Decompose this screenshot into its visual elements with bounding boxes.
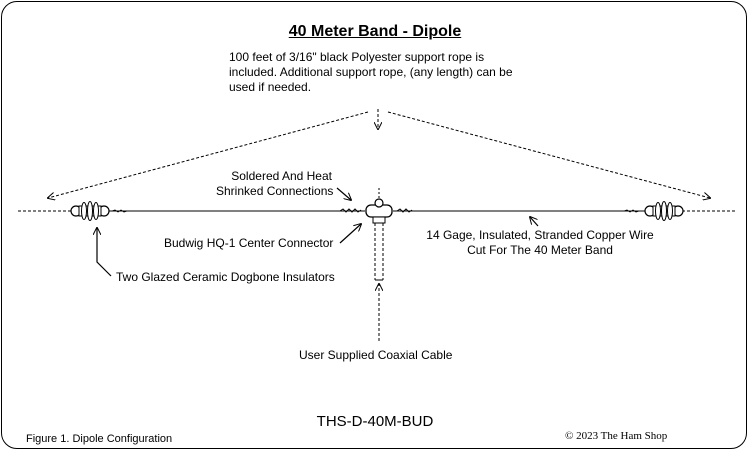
rope-note-line-1: 100 feet of 3/16" black Polyester suppor… [229, 50, 485, 64]
center-connector [365, 188, 393, 224]
rope-note-line-2: included. Additional support rope, (any … [229, 65, 513, 79]
rope-arrow-left [48, 111, 369, 198]
coax-stub [374, 223, 384, 281]
copyright: © 2023 The Ham Shop [565, 430, 668, 442]
solder-joint-right [396, 208, 413, 213]
rope-note-line-3: used if needed. [229, 80, 312, 94]
insulator-label: Two Glazed Ceramic Dogbone Insulators [116, 270, 335, 284]
solder-label-line-2: Shrinked Connections [216, 184, 334, 198]
connector-callout-arrow [339, 224, 361, 244]
wire-strand-left [111, 209, 128, 213]
dogbone-insulator-right [644, 201, 684, 221]
diagram-title: 40 Meter Band - Dipole [288, 23, 462, 40]
solder-label: Soldered And Heat Shrinked Connections [216, 169, 334, 199]
figure-caption: Figure 1. Dipole Configuration [26, 433, 173, 445]
wire-callout-arrow [530, 217, 539, 227]
rope-note: 100 feet of 3/16" black Polyester suppor… [229, 50, 513, 95]
wire-label-line-2: Cut For The 40 Meter Band [467, 243, 613, 257]
solder-label-line-1: Soldered And Heat [231, 169, 332, 183]
solder-joint-left [339, 208, 362, 213]
center-connector-label: Budwig HQ-1 Center Connector [164, 236, 334, 250]
part-number: THS-D-40M-BUD [316, 413, 434, 430]
wire-label-line-1: 14 Gage, Insulated, Stranded Copper Wire [426, 228, 654, 242]
wire-strand-right [623, 209, 640, 213]
dogbone-insulator-left [70, 201, 110, 221]
solder-callout-arrow [336, 187, 351, 200]
insulator-callout-arrow [97, 228, 112, 277]
wire-label: 14 Gage, Insulated, Stranded Copper Wire… [421, 228, 659, 258]
coax-label: User Supplied Coaxial Cable [299, 348, 453, 362]
rope-arrow-right [387, 111, 710, 198]
